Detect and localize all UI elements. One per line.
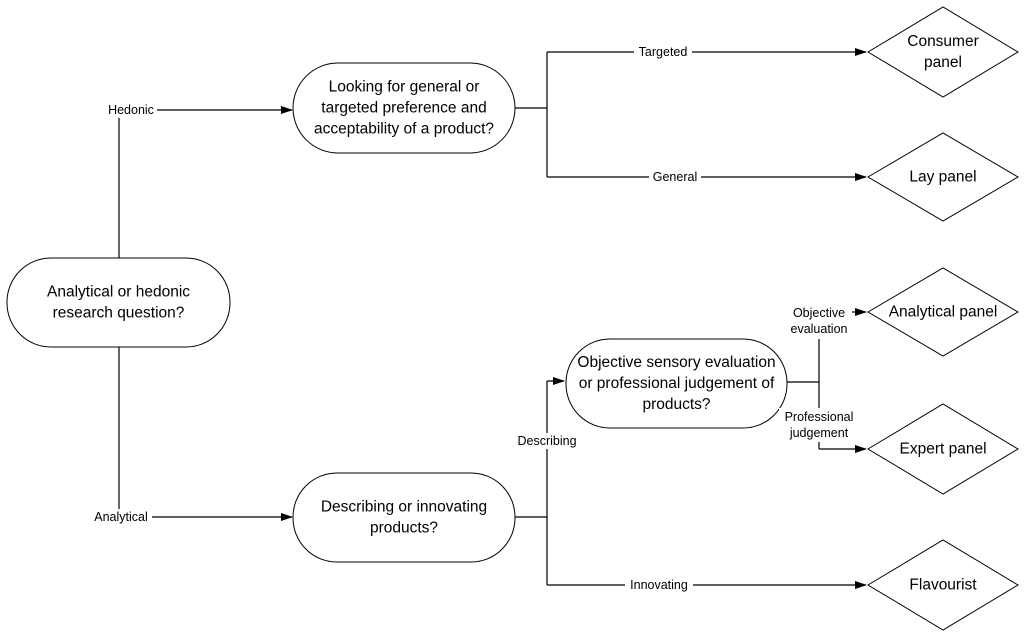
svg-text:Innovating: Innovating bbox=[630, 578, 688, 592]
node-expert-panel[interactable]: Expert panel bbox=[867, 403, 1019, 495]
edge-label-hedonic: Hedonic bbox=[105, 102, 157, 118]
text-line: Hedonic bbox=[108, 103, 154, 117]
text-line: products? bbox=[642, 396, 710, 413]
svg-text:Targeted: Targeted bbox=[639, 45, 688, 59]
text-line: products? bbox=[370, 520, 438, 537]
edge-label-targeted: Targeted bbox=[634, 44, 692, 60]
text-line: judgement bbox=[789, 426, 849, 440]
text-line: Professional bbox=[785, 410, 854, 424]
text-line: acceptability of a product? bbox=[314, 121, 494, 138]
text-line: Describing or innovating bbox=[321, 499, 487, 516]
text-line: Lay panel bbox=[909, 169, 976, 186]
text-line: or professional judgement of bbox=[579, 375, 775, 392]
edge-labels: Hedonic Analytical Targeted General Desc… bbox=[90, 44, 859, 593]
node-objective-professional-question[interactable]: Objective sensory evaluation or professio… bbox=[565, 338, 788, 429]
node-consumer-panel[interactable]: Consumer panel bbox=[867, 6, 1019, 98]
text-line: Objective bbox=[793, 306, 845, 320]
text-line: Consumer bbox=[907, 33, 979, 50]
edge-label-objective-evaluation: Objective evaluation bbox=[786, 304, 852, 338]
edge-label-professional-judgement: Professional judgement bbox=[779, 408, 859, 442]
edge-label-describing: Describing bbox=[514, 433, 580, 449]
node-root[interactable]: Analytical or hedonic research question? bbox=[6, 257, 231, 348]
text-line: Describing bbox=[517, 434, 576, 448]
node-preference-question[interactable]: Looking for general or targeted preferenc… bbox=[292, 62, 516, 154]
connector-describe-split bbox=[515, 381, 548, 585]
text-line: Objective sensory evaluation bbox=[577, 354, 775, 371]
connector-root-to-analytical bbox=[118, 347, 293, 521]
text-line: Targeted bbox=[639, 45, 688, 59]
svg-text:Hedonic: Hedonic bbox=[108, 103, 154, 117]
node-flavourist[interactable]: Flavourist bbox=[867, 539, 1019, 631]
svg-text:Expert panel: Expert panel bbox=[899, 441, 986, 458]
connector-preference-split bbox=[515, 52, 548, 177]
text-line: evaluation bbox=[791, 322, 848, 336]
text-line: research question? bbox=[53, 305, 185, 322]
text-line: Analytical panel bbox=[889, 304, 998, 321]
svg-text:Flavourist: Flavourist bbox=[909, 577, 977, 594]
node-analytical-panel[interactable]: Analytical panel bbox=[867, 267, 1019, 357]
text-line: Analytical bbox=[94, 510, 148, 524]
text-line: Innovating bbox=[630, 578, 688, 592]
node-lay-panel[interactable]: Lay panel bbox=[867, 132, 1019, 222]
text-line: General bbox=[653, 170, 697, 184]
text-line: Analytical or hedonic bbox=[47, 284, 190, 301]
text-line: Expert panel bbox=[899, 441, 986, 458]
edge-label-innovating: Innovating bbox=[625, 577, 693, 593]
text-line: targeted preference and bbox=[321, 100, 486, 117]
svg-text:Describing: Describing bbox=[517, 434, 576, 448]
svg-text:Analytical panel: Analytical panel bbox=[889, 304, 998, 321]
text-line: panel bbox=[924, 54, 962, 71]
svg-text:Lay panel: Lay panel bbox=[909, 169, 976, 186]
edge-label-general: General bbox=[649, 169, 701, 185]
svg-text:Analytical: Analytical bbox=[94, 510, 148, 524]
svg-text:General: General bbox=[653, 170, 697, 184]
text-line: Flavourist bbox=[909, 577, 977, 594]
text-line: Looking for general or bbox=[329, 79, 480, 96]
node-describe-innovate-question[interactable]: Describing or innovating products? bbox=[292, 472, 516, 563]
edge-label-analytical: Analytical bbox=[90, 509, 152, 525]
connector-root-to-hedonic bbox=[118, 106, 293, 258]
